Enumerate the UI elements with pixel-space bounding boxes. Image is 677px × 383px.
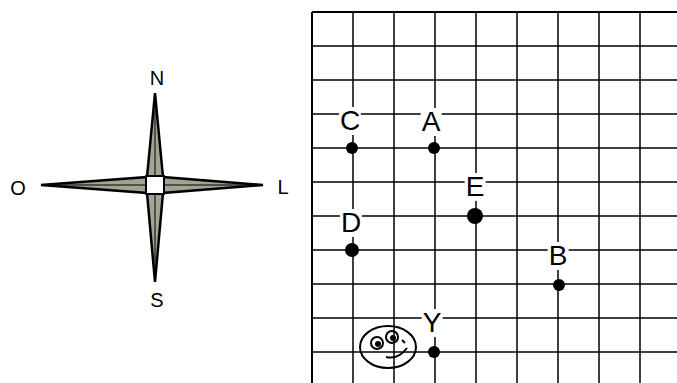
grid-line [516, 12, 518, 383]
map-point [428, 346, 440, 358]
face-pupil [391, 336, 395, 340]
compass-direction: O [9, 178, 27, 198]
face-eye [386, 331, 398, 343]
face-eye [371, 337, 383, 349]
map-point [553, 279, 565, 291]
grid [312, 12, 677, 383]
map-point [467, 208, 483, 224]
grid-line [312, 317, 677, 319]
compass-center [146, 176, 164, 194]
point-label: B [548, 242, 569, 270]
grid-line [312, 11, 677, 13]
grid-line [312, 113, 677, 115]
points [345, 142, 565, 358]
grid-line [598, 12, 600, 383]
grid-line [312, 147, 677, 149]
map-point [345, 243, 359, 257]
grid-line [557, 12, 559, 383]
grid-line [311, 12, 313, 383]
grid-line [312, 45, 677, 47]
map-point [346, 142, 358, 154]
compass-rose [41, 93, 263, 282]
point-label: D [340, 209, 362, 237]
point-label: Y [422, 309, 443, 337]
face-outline [360, 326, 416, 368]
point-label: C [339, 107, 361, 135]
point-label: A [421, 108, 442, 136]
grid-line [312, 79, 677, 81]
grid-line [312, 351, 677, 353]
face-smile [386, 348, 407, 358]
compass-direction: L [276, 177, 289, 197]
grid-line [352, 12, 354, 383]
point-label: E [465, 173, 486, 201]
grid-line [639, 12, 641, 383]
grid-line [312, 215, 677, 217]
face-nose [402, 340, 405, 343]
compass-direction: N [149, 68, 165, 88]
grid-line [312, 283, 677, 285]
smiley-face [360, 326, 416, 368]
compass-direction: S [149, 290, 164, 310]
map-point [428, 142, 440, 154]
face-pupil [376, 342, 380, 346]
grid-line [312, 181, 677, 183]
compass-star [41, 93, 263, 282]
grid-line [312, 249, 677, 251]
